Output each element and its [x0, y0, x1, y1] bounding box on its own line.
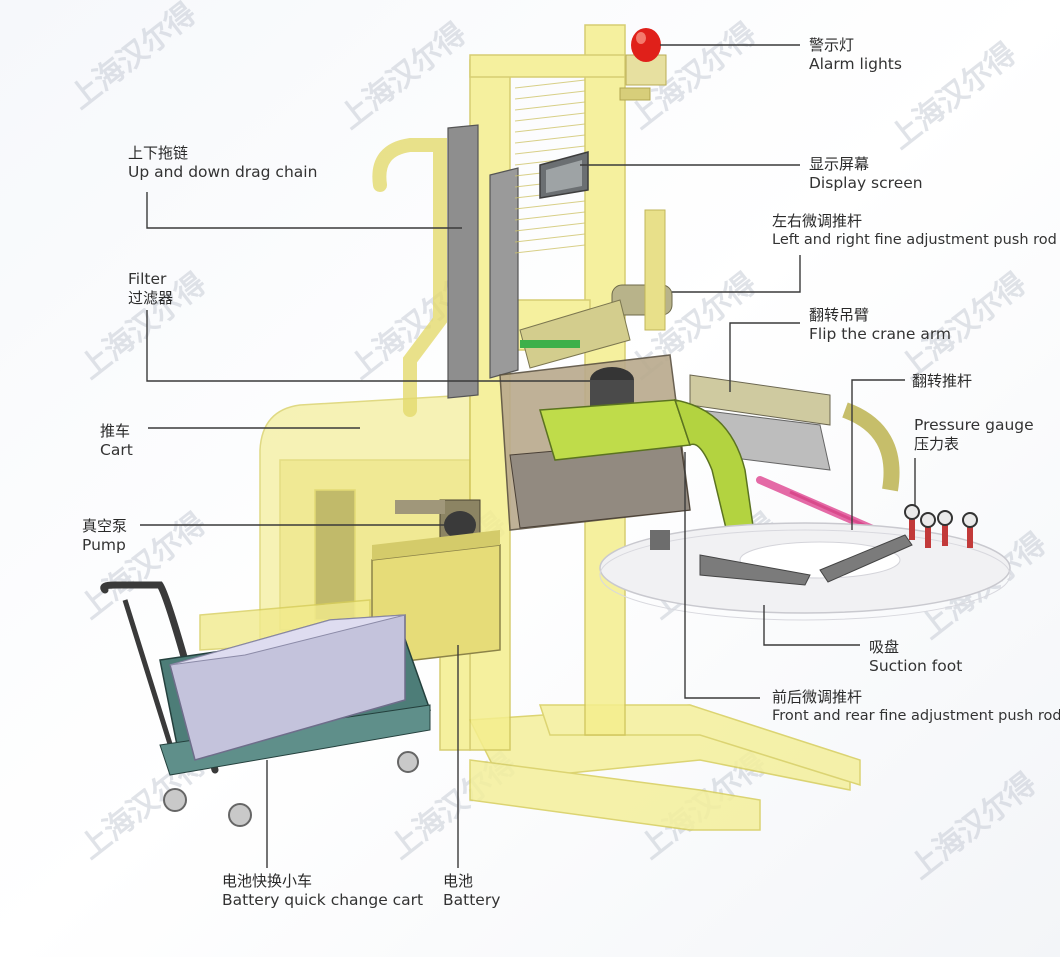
display-screen-device	[539, 151, 589, 199]
leader-fb-rod	[684, 452, 760, 699]
mesh-slat	[514, 90, 586, 100]
leader-flip-rod	[851, 379, 905, 530]
gauge-dial	[937, 510, 953, 526]
mesh-slat	[514, 101, 586, 111]
label-fb-push-rod: 前后微调推杆 Front and rear fine adjustment pu…	[772, 688, 1060, 725]
mesh-slat	[514, 222, 586, 232]
label-zh: 上下拖链	[128, 144, 189, 162]
label-zh: 警示灯	[809, 36, 855, 54]
label-en: Flip the crane arm	[809, 324, 952, 343]
label-zh: 前后微调推杆	[772, 688, 863, 706]
label-zh: 翻转推杆	[912, 372, 973, 390]
push-handle	[372, 138, 447, 417]
label-pump: 真空泵 Pump	[82, 517, 127, 555]
label-zh: 压力表	[914, 435, 960, 454]
mesh-slat	[514, 123, 586, 133]
label-zh: 推车	[100, 422, 131, 440]
mesh-guard	[514, 79, 586, 254]
mesh-slat	[514, 211, 586, 221]
label-cart: 推车 Cart	[100, 422, 133, 460]
mesh-slat	[514, 112, 586, 122]
mesh-slat	[514, 134, 586, 144]
gauge-stem	[909, 512, 915, 540]
label-en: Battery quick change cart	[222, 890, 424, 909]
label-display-screen: 显示屏幕 Display screen	[809, 155, 923, 193]
label-en: Front and rear fine adjustment push rod	[772, 707, 1060, 724]
label-filter: Filter 过滤器	[128, 270, 173, 308]
label-en: Display screen	[809, 173, 923, 192]
leader-drag-chain	[146, 192, 462, 229]
label-alarm-lights: 警示灯 Alarm lights	[809, 36, 902, 74]
label-drag-chain: 上下拖链 Up and down drag chain	[128, 144, 317, 182]
pressure-gauges	[904, 504, 978, 548]
battery-cart	[100, 581, 431, 827]
label-en: Battery	[443, 890, 501, 909]
label-suction-foot: 吸盘 Suction foot	[869, 638, 962, 676]
label-zh: 翻转吊臂	[809, 306, 870, 324]
mesh-slat	[514, 79, 586, 89]
label-en: Up and down drag chain	[128, 162, 318, 181]
label-zh: 电池快换小车	[222, 872, 313, 890]
leader-lines	[140, 44, 916, 868]
label-en: Alarm lights	[809, 54, 902, 73]
label-zh: 过滤器	[128, 289, 174, 308]
green-arm	[539, 399, 756, 546]
label-en: Suction foot	[869, 656, 963, 675]
label-zh: 吸盘	[869, 638, 900, 656]
label-zh: 真空泵	[82, 517, 128, 535]
label-pressure-gauge: Pressure gauge 压力表	[914, 416, 1034, 454]
mesh-slat	[514, 244, 586, 254]
gauge-stem	[925, 520, 931, 548]
leader-crane-arm	[729, 322, 800, 392]
label-en: Filter	[128, 270, 167, 288]
gauge-stem	[942, 518, 948, 546]
mesh-slat	[514, 200, 586, 210]
gauge-dial	[962, 512, 978, 528]
gauge-dial	[904, 504, 920, 520]
mesh-slat	[514, 145, 586, 155]
label-lr-push-rod: 左右微调推杆 Left and right fine adjustment pu…	[772, 212, 1057, 249]
mesh-slat	[514, 233, 586, 243]
leader-suction	[763, 605, 860, 646]
label-flip-push-rod: 翻转推杆	[912, 372, 972, 391]
leader-filter	[146, 310, 590, 382]
suction-disc	[599, 522, 1011, 621]
label-zh: 显示屏幕	[809, 155, 870, 173]
label-en: Left and right fine adjustment push rod	[772, 231, 1057, 248]
drag-chain	[447, 124, 519, 399]
label-battery-cart: 电池快换小车 Battery quick change cart	[222, 872, 423, 910]
label-battery: 电池 Battery	[443, 872, 500, 910]
leader-lr-rod	[672, 255, 801, 293]
label-en: Pressure gauge	[914, 416, 1034, 434]
gauge-dial	[920, 512, 936, 528]
alarm-light	[619, 28, 667, 101]
label-en: Pump	[82, 535, 126, 554]
label-en: Cart	[100, 440, 133, 459]
label-zh: 左右微调推杆	[772, 212, 863, 230]
gauge-stem	[967, 520, 973, 548]
label-crane-arm: 翻转吊臂 Flip the crane arm	[809, 306, 951, 344]
lr-push-rod	[519, 209, 673, 369]
label-zh: 电池	[443, 872, 474, 890]
